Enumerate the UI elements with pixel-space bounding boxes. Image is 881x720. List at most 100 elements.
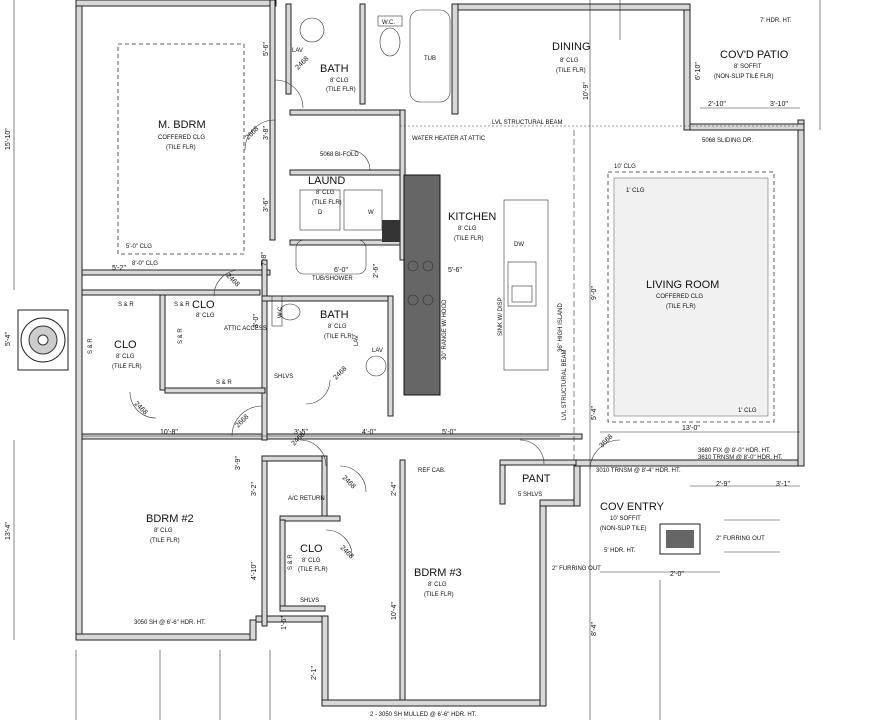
- kitchen-island: [503, 199, 549, 371]
- svg-text:5' HDR. HT.: 5' HDR. HT.: [604, 548, 636, 554]
- svg-text:2468: 2468: [294, 55, 310, 71]
- svg-text:2'-4": 2'-4": [391, 482, 398, 496]
- svg-text:5'-0": 5'-0": [442, 429, 456, 436]
- fixture-labels: W.C. W.C. TUB TUB/SHOWER LAV LAV LAV D W…: [88, 18, 792, 718]
- svg-text:(TILE FLR): (TILE FLR): [324, 334, 354, 340]
- room-clo-3: CLO 8' CLG (TILE FLR): [298, 543, 328, 573]
- svg-text:10' SOFFIT: 10' SOFFIT: [610, 516, 641, 522]
- room-bath-2: BATH 8' CLG (TILE FLR): [320, 309, 354, 340]
- svg-text:8' CLG: 8' CLG: [316, 190, 335, 196]
- svg-text:KITCHEN: KITCHEN: [448, 211, 496, 223]
- svg-text:3'-10": 3'-10": [770, 101, 788, 108]
- door-swings: [129, 79, 621, 557]
- svg-text:BDRM #2: BDRM #2: [146, 513, 194, 525]
- svg-text:SHLVS: SHLVS: [274, 374, 293, 380]
- svg-text:1' CLG: 1' CLG: [738, 408, 757, 414]
- room-clo-1: CLO 8' CLG (TILE FLR): [112, 339, 142, 370]
- svg-text:W.C.: W.C.: [278, 305, 284, 318]
- washer: [343, 189, 383, 231]
- svg-text:(TILE FLR): (TILE FLR): [326, 87, 356, 93]
- svg-text:3010 TRNSM @ 8'-4" HDR. HT.: 3010 TRNSM @ 8'-4" HDR. HT.: [596, 468, 681, 474]
- svg-text:2'-6": 2'-6": [373, 264, 380, 278]
- svg-text:DW: DW: [514, 242, 524, 248]
- svg-text:3050 SH @ 6'-6" HDR. HT.: 3050 SH @ 6'-6" HDR. HT.: [134, 620, 206, 626]
- svg-text:5'-0" CLG: 5'-0" CLG: [126, 244, 152, 250]
- svg-text:3'-6": 3'-6": [263, 198, 270, 212]
- svg-text:LVL STRUCTURAL BEAM: LVL STRUCTURAL BEAM: [492, 120, 562, 126]
- entry-column: [659, 523, 701, 555]
- svg-text:2 - 3050 SH MULLED @ 6'-6" HDR: 2 - 3050 SH MULLED @ 6'-6" HDR. HT.: [370, 712, 477, 718]
- svg-text:2668: 2668: [244, 125, 260, 141]
- svg-text:COFFERED CLG: COFFERED CLG: [656, 294, 703, 300]
- room-dining: DINING 8' CLG (TILE FLR): [552, 41, 591, 74]
- svg-text:3668: 3668: [598, 433, 614, 449]
- svg-text:S & R: S & R: [178, 328, 184, 344]
- svg-text:(NON-SLIP TILE FLR): (NON-SLIP TILE FLR): [714, 74, 773, 80]
- svg-text:(TILE FLR): (TILE FLR): [312, 200, 342, 206]
- svg-text:SINK W/ DISP: SINK W/ DISP: [498, 297, 504, 336]
- svg-text:7' HDR. HT.: 7' HDR. HT.: [760, 18, 792, 24]
- svg-text:3'-5": 3'-5": [294, 429, 308, 436]
- svg-text:9'-0": 9'-0": [591, 286, 598, 300]
- svg-text:(TILE FLR): (TILE FLR): [424, 592, 454, 598]
- svg-text:8'-0" CLG: 8'-0" CLG: [132, 261, 158, 267]
- svg-text:S & R: S & R: [288, 554, 294, 570]
- svg-text:LAV: LAV: [292, 48, 303, 54]
- room-laund: LAUND 8' CLG (TILE FLR): [308, 175, 345, 206]
- dimension-lines: [13, 0, 821, 720]
- room-pant: PANT 5 SHLVS: [518, 473, 551, 498]
- svg-text:15'-10": 15'-10": [5, 128, 12, 150]
- svg-text:W.C.: W.C.: [382, 20, 395, 26]
- svg-text:(TILE FLR): (TILE FLR): [166, 145, 196, 151]
- svg-text:3'-2": 3'-2": [251, 482, 258, 496]
- svg-text:2468: 2468: [133, 400, 149, 416]
- tub-shower: [295, 239, 367, 275]
- svg-text:(TILE FLR): (TILE FLR): [112, 364, 142, 370]
- svg-text:2" FURRING OUT: 2" FURRING OUT: [552, 566, 601, 572]
- svg-text:2668: 2668: [234, 413, 250, 429]
- svg-text:CLO: CLO: [300, 543, 323, 555]
- svg-text:30" RANGE W/ HOOD: 30" RANGE W/ HOOD: [442, 299, 448, 360]
- svg-text:5068 BI-FOLD: 5068 BI-FOLD: [320, 152, 359, 158]
- room-bdrm-3: BDRM #3 8' CLG (TILE FLR): [414, 567, 462, 598]
- svg-text:2468: 2468: [332, 365, 348, 381]
- toilet-icon: [377, 15, 403, 57]
- svg-text:A/C RETURN: A/C RETURN: [288, 496, 325, 502]
- svg-text:6'-10": 6'-10": [695, 62, 702, 80]
- toilet-icon: [271, 295, 301, 327]
- svg-text:4'-10": 4'-10": [251, 562, 258, 580]
- svg-text:2'-9": 2'-9": [716, 481, 730, 488]
- dimension-labels: 15'-10" 13'-4" 5'-4" 10'-8" 5'-2" 5'-6" …: [5, 42, 790, 680]
- svg-text:M. BDRM: M. BDRM: [158, 119, 206, 131]
- svg-text:S & R: S & R: [118, 302, 134, 308]
- svg-text:TUB/SHOWER: TUB/SHOWER: [312, 276, 353, 282]
- svg-text:CLO: CLO: [192, 299, 215, 311]
- svg-text:10'-9": 10'-9": [583, 82, 590, 100]
- svg-text:(TILE FLR): (TILE FLR): [454, 236, 484, 242]
- svg-text:COV'D PATIO: COV'D PATIO: [720, 49, 789, 61]
- svg-text:2468: 2468: [339, 544, 355, 560]
- washer-block: [382, 220, 400, 242]
- svg-text:3'-8": 3'-8": [263, 126, 270, 140]
- svg-text:WATER HEATER AT ATTIC: WATER HEATER AT ATTIC: [412, 136, 486, 142]
- svg-text:2'-0": 2'-0": [670, 571, 684, 578]
- room-m-bdrm: M. BDRM COFFERED CLG (TILE FLR) 5'-0" CL…: [126, 119, 206, 267]
- svg-text:3610 TRNSM @ 8'-0" HDR. HT.: 3610 TRNSM @ 8'-0" HDR. HT.: [698, 455, 783, 461]
- svg-text:BATH: BATH: [320, 63, 349, 75]
- room-cov-entry: COV ENTRY 10' SOFFIT (NON-SLIP TILE): [600, 501, 665, 532]
- range-burners: [407, 260, 434, 306]
- svg-text:3680 FIX @ 8'-0" HDR. HT.: 3680 FIX @ 8'-0" HDR. HT.: [698, 448, 771, 454]
- dryer: [299, 189, 341, 231]
- svg-text:5068 SLIDING DR.: 5068 SLIDING DR.: [702, 138, 753, 144]
- master-coffered-ceiling: [117, 43, 245, 255]
- svg-text:(TILE FLR): (TILE FLR): [150, 538, 180, 544]
- svg-text:13'-4": 13'-4": [5, 522, 12, 540]
- svg-text:13'-0": 13'-0": [682, 425, 700, 432]
- room-living: LIVING ROOM COFFERED CLG (TILE FLR) 10' …: [614, 164, 757, 414]
- svg-text:3'-1": 3'-1": [776, 481, 790, 488]
- svg-text:7'-8": 7'-8": [261, 252, 268, 266]
- sink: [507, 261, 537, 307]
- svg-text:(TILE FLR): (TILE FLR): [666, 304, 696, 310]
- svg-text:1' CLG: 1' CLG: [626, 188, 645, 194]
